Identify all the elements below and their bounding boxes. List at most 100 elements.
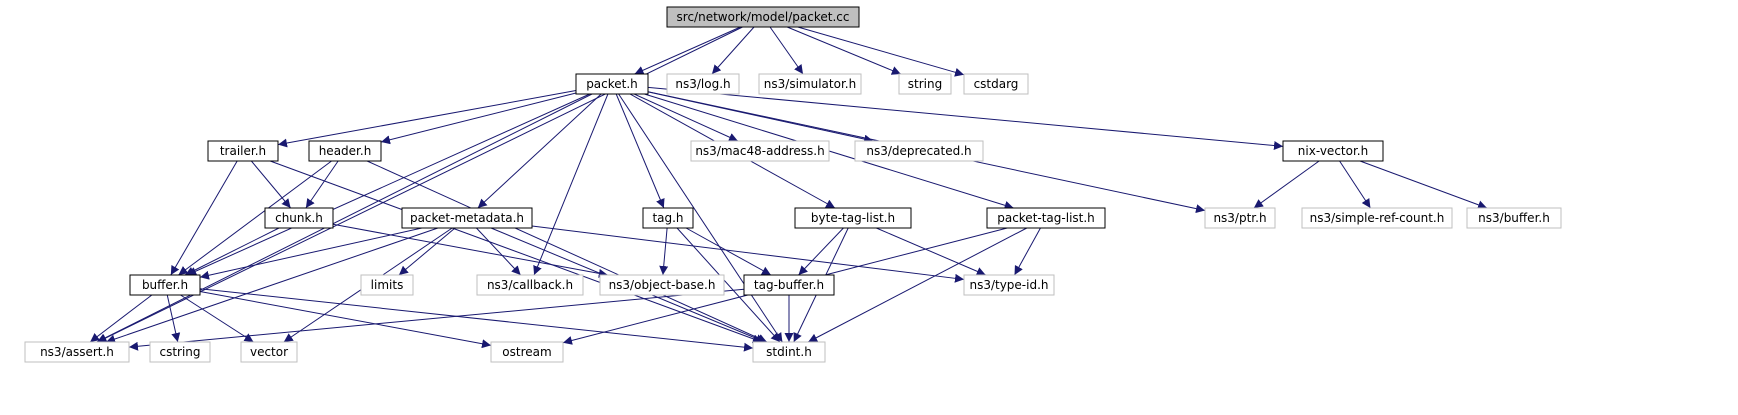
edge-packet_h-to-callback_h [533, 93, 609, 276]
node-box [963, 73, 1029, 95]
edge-packet_h-to-tag_h [615, 93, 665, 209]
node-box[interactable] [575, 73, 649, 95]
edge-packet_h-to-assert_h [96, 93, 593, 343]
edge-header_h-to-chunk_h [305, 160, 339, 209]
node-box [24, 341, 130, 363]
edge-nixvector_h-to-ptr_h [1253, 160, 1320, 209]
node-tag_h[interactable]: tag.h [642, 207, 694, 229]
node-label: cstdarg [974, 77, 1019, 91]
edge-packet_cc-to-packet_h [634, 26, 741, 75]
edge-buffer_h-to-vector [180, 294, 254, 343]
node-ptr_h: ns3/ptr.h [1204, 207, 1276, 229]
node-box[interactable] [401, 207, 533, 229]
node-label: cstring [159, 345, 200, 359]
edge-tag_h-to-tagbuffer_h [685, 227, 772, 276]
node-trailer_h[interactable]: trailer.h [207, 140, 279, 162]
edge-packetmetadata_h-to-limits [398, 227, 456, 276]
node-cstring: cstring [149, 341, 211, 363]
node-label: trailer.h [220, 144, 266, 158]
node-label: ns3/assert.h [40, 345, 114, 359]
node-packet_h[interactable]: packet.h [575, 73, 649, 95]
node-box [854, 140, 984, 162]
node-label: ns3/simple-ref-count.h [1310, 211, 1445, 225]
node-box[interactable] [1282, 140, 1384, 162]
node-label: ns3/object-base.h [609, 278, 716, 292]
node-label: buffer.h [142, 278, 188, 292]
edge-packet_h-to-mac48_h [633, 93, 739, 142]
node-box [476, 274, 584, 296]
node-label: tag-buffer.h [754, 278, 824, 292]
node-label: ns3/log.h [675, 77, 730, 91]
node-packet_cc[interactable]: src/network/model/packet.cc [666, 6, 860, 28]
node-label: ns3/deprecated.h [866, 144, 971, 158]
node-label: ns3/buffer.h [1478, 211, 1550, 225]
node-label: limits [371, 278, 404, 292]
edge-packetmetadata_h-to-callback_h [476, 227, 521, 276]
edge-trailer_h-to-buffer_h [170, 160, 238, 276]
node-box [360, 274, 414, 296]
node-box [963, 274, 1055, 296]
node-assert_h: ns3/assert.h [24, 341, 130, 363]
edge-packet_h-to-stdint_h [618, 93, 783, 343]
node-box [1466, 207, 1562, 229]
node-label: vector [250, 345, 288, 359]
node-box [1301, 207, 1453, 229]
node-label: nix-vector.h [1298, 144, 1368, 158]
node-label: packet-tag-list.h [997, 211, 1095, 225]
edge-buffer_h-to-stdint_h [199, 288, 754, 352]
node-box[interactable] [743, 274, 835, 296]
edge-bytetaglist_h-to-tagbuffer_h [798, 227, 844, 276]
edge-buffer_h-to-ostream [199, 290, 492, 349]
node-bytetaglist_h[interactable]: byte-tag-list.h [794, 207, 912, 229]
node-box[interactable] [986, 207, 1106, 229]
node-callback_h: ns3/callback.h [476, 274, 584, 296]
node-box [149, 341, 211, 363]
edge-packetmetadata_h-to-buffer_h [199, 227, 423, 280]
node-simplerefcount_h: ns3/simple-ref-count.h [1301, 207, 1453, 229]
node-box[interactable] [308, 140, 382, 162]
node-tagbuffer_h[interactable]: tag-buffer.h [743, 274, 835, 296]
edge-packet_cc-to-simulator_h [769, 26, 804, 75]
node-box [666, 73, 740, 95]
node-box [240, 341, 298, 363]
node-box[interactable] [666, 6, 860, 28]
edge-packetmetadata_h-to-typeid_h [531, 225, 965, 283]
node-packettaglist_h[interactable]: packet-tag-list.h [986, 207, 1106, 229]
nodes-layer: src/network/model/packet.cc packet.h ns3/l… [24, 6, 1562, 363]
node-typeid_h: ns3/type-id.h [963, 274, 1055, 296]
node-label: packet.h [586, 77, 638, 91]
node-box [752, 341, 826, 363]
node-label: string [908, 77, 942, 91]
edge-buffer_h-to-assert_h [89, 294, 153, 343]
node-label: src/network/model/packet.cc [677, 10, 850, 24]
node-ostream: ostream [490, 341, 564, 363]
node-box[interactable] [207, 140, 279, 162]
node-nsbuffer_h: ns3/buffer.h [1466, 207, 1562, 229]
node-string: string [898, 73, 952, 95]
edge-packet_h-to-header_h [380, 92, 577, 145]
node-packetmetadata_h[interactable]: packet-metadata.h [401, 207, 533, 229]
edge-packet_cc-to-log_h [711, 26, 755, 75]
node-label: ns3/type-id.h [969, 278, 1048, 292]
edge-tagbuffer_h-to-assert_h [128, 288, 745, 351]
edge-nixvector_h-to-simplerefcount_h [1339, 160, 1371, 209]
node-box[interactable] [264, 207, 334, 229]
edge-packet_h-to-nixvector_h [647, 86, 1284, 151]
node-label: ns3/simulator.h [764, 77, 856, 91]
node-box[interactable] [642, 207, 694, 229]
node-label: tag.h [652, 211, 683, 225]
node-box [898, 73, 952, 95]
node-header_h[interactable]: header.h [308, 140, 382, 162]
node-box [490, 341, 564, 363]
edge-chunk_h-to-objectbase_h [332, 223, 608, 278]
node-buffer_h[interactable]: buffer.h [129, 274, 201, 296]
edge-packet_h-to-packetmetadata_h [477, 93, 602, 209]
node-nixvector_h[interactable]: nix-vector.h [1282, 140, 1384, 162]
node-label: byte-tag-list.h [811, 211, 895, 225]
node-box[interactable] [129, 274, 201, 296]
edge-buffer_h-to-cstring [166, 294, 181, 343]
node-chunk_h[interactable]: chunk.h [264, 207, 334, 229]
node-box[interactable] [794, 207, 912, 229]
node-label: packet-metadata.h [410, 211, 524, 225]
